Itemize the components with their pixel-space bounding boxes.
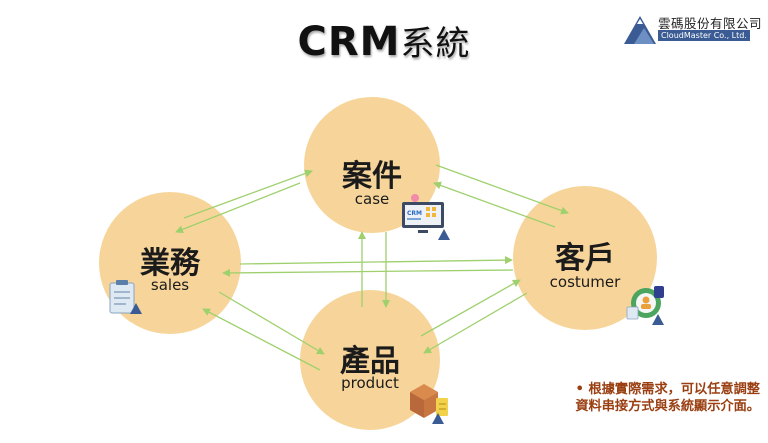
logo-company-name: 雲碼股份有限公司 xyxy=(658,16,763,31)
product-label-en: product xyxy=(341,374,399,392)
arrow-customer-to-sales xyxy=(222,268,514,277)
customer-management-icon xyxy=(626,286,664,325)
note-line-2: 資料串接方式與系統顯示介面。 xyxy=(575,399,760,414)
case-circle xyxy=(304,97,440,233)
page-title: CRM系統 xyxy=(0,16,768,65)
document-checklist-icon xyxy=(109,280,142,314)
product-box-icon xyxy=(410,384,448,424)
note-text: • 根據實際需求，可以任意調整 資料串接方式與系統顯示介面。 xyxy=(502,381,760,415)
customer-label-en: costumer xyxy=(549,273,621,291)
arrow-product-to-customer xyxy=(420,279,521,337)
connection-arrows xyxy=(175,164,569,371)
title-main: CRM xyxy=(297,19,401,65)
case-label-zh: 案件 xyxy=(342,159,402,194)
arrow-sales-to-product xyxy=(218,291,325,355)
sales-label-zh: 業務 xyxy=(140,246,200,281)
note-line-1: • 根據實際需求，可以任意調整 xyxy=(575,382,760,397)
arrow-sales-to-customer xyxy=(239,256,513,265)
product-label-zh: 產品 xyxy=(340,344,400,379)
logo-company-subtitle: CloudMaster Co., Ltd. xyxy=(658,30,750,41)
title-suffix: 系統 xyxy=(400,24,471,64)
arrow-case-to-customer xyxy=(435,164,569,215)
case-label-en: case xyxy=(354,190,390,208)
svg-text:CRM: CRM xyxy=(407,210,422,217)
arrow-product-to-sales xyxy=(202,308,321,371)
cloud-mountain-logo-icon xyxy=(624,16,656,44)
arrow-case-to-sales xyxy=(175,182,301,234)
product-circle xyxy=(300,290,440,430)
company-logo: 雲碼股份有限公司 CloudMaster Co., Ltd. xyxy=(622,12,762,46)
crm-dashboard-icon: CRM xyxy=(402,194,450,240)
arrow-customer-to-case xyxy=(433,181,556,228)
arrow-sales-to-case xyxy=(183,169,313,219)
customer-circle xyxy=(513,186,657,330)
customer-label-zh: 客戶 xyxy=(555,241,615,276)
arrow-customer-to-product xyxy=(423,292,528,354)
sales-label-en: sales xyxy=(150,276,190,294)
